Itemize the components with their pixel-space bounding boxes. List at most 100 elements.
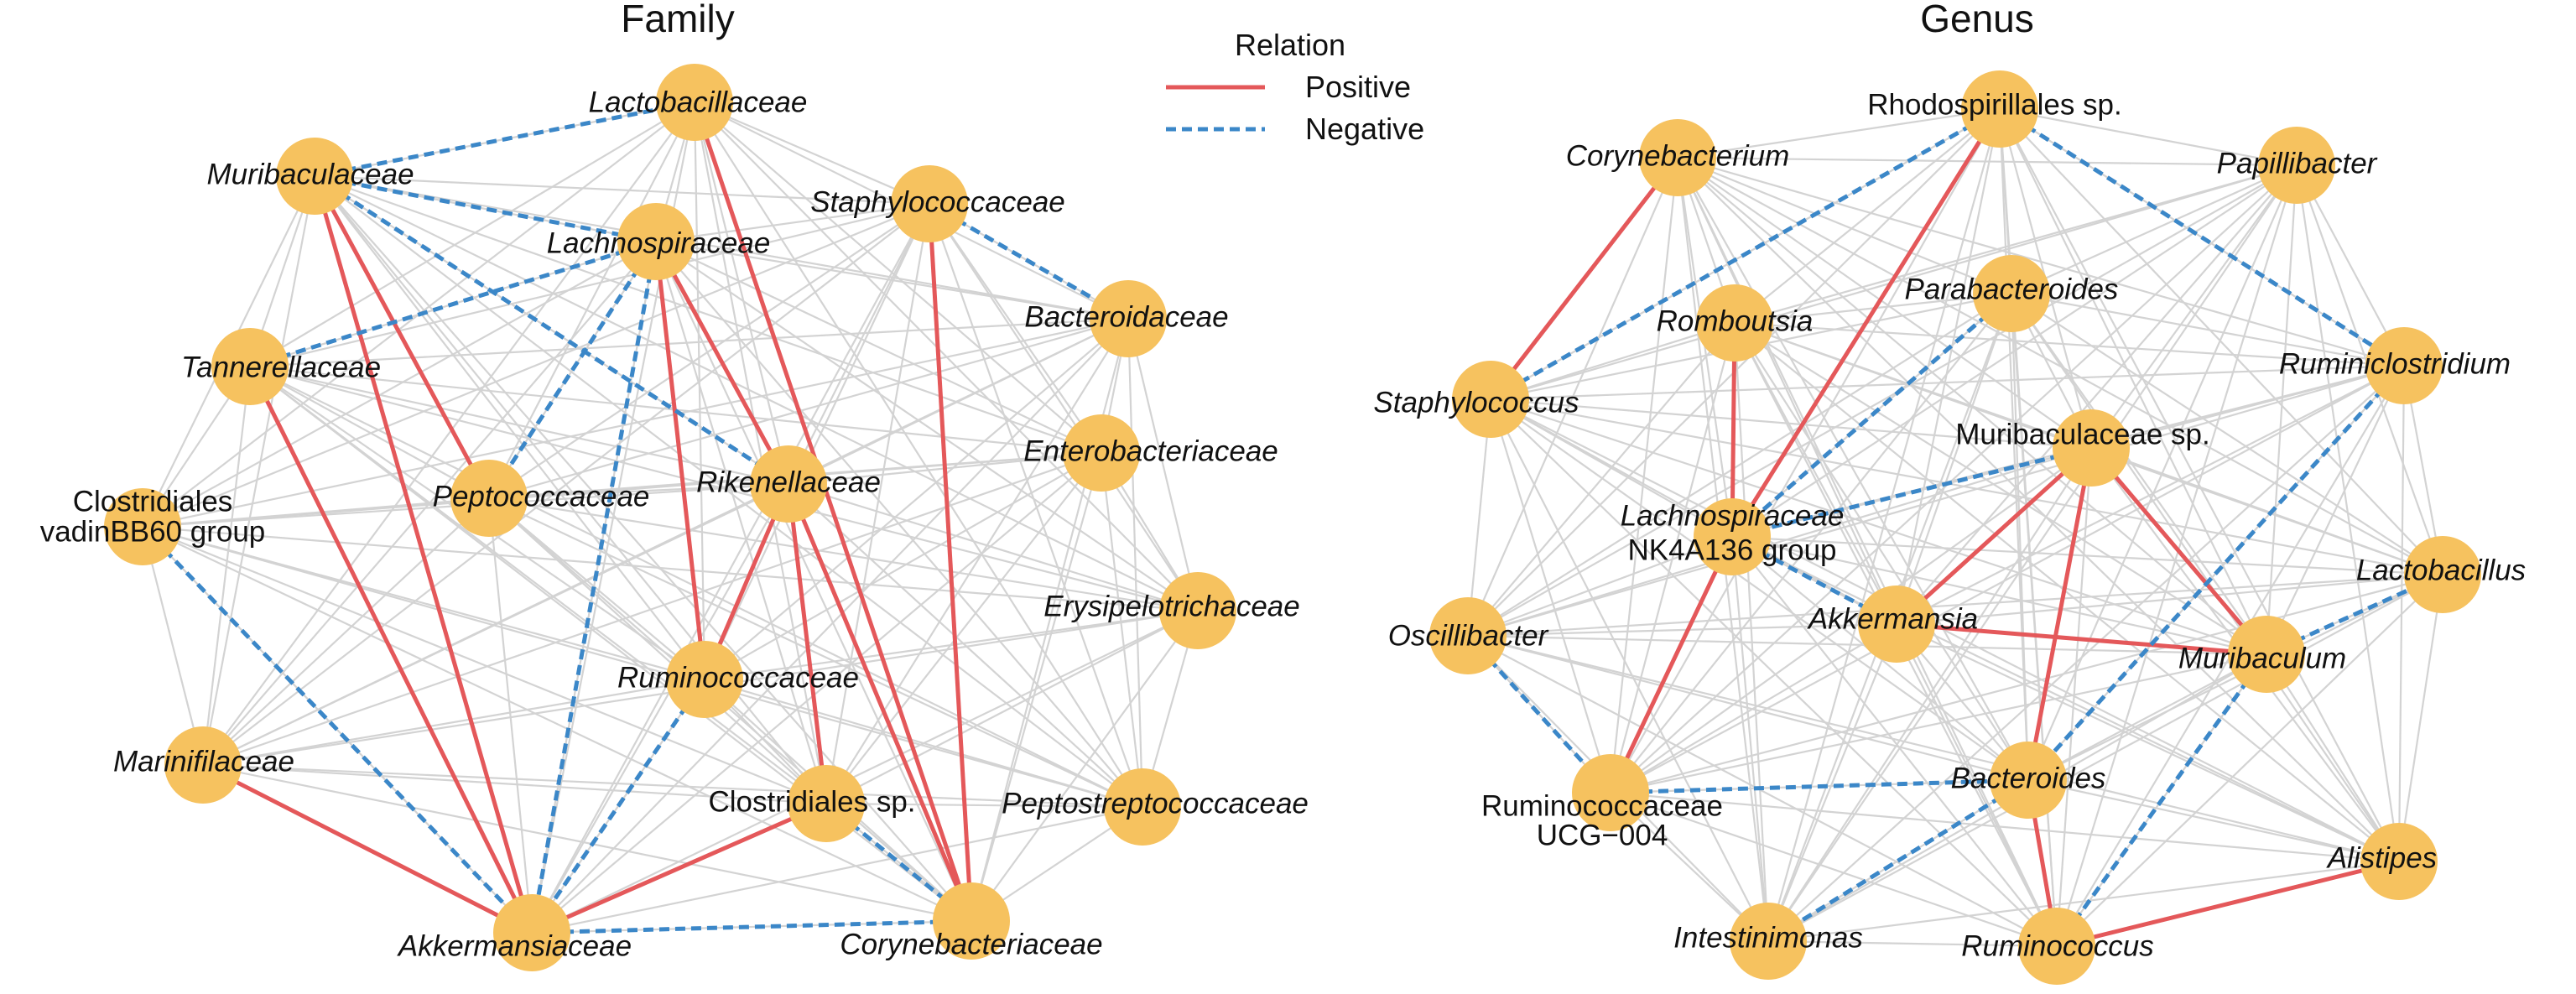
genus-negative-edge xyxy=(1730,292,2013,539)
genus-background-edge xyxy=(2011,293,2400,862)
genus-background-edge xyxy=(1734,322,2400,862)
family-negative-edge xyxy=(314,100,695,179)
family-background-edge xyxy=(487,497,533,934)
genus-background-edge xyxy=(1999,108,2443,575)
family-background-edge xyxy=(202,497,490,766)
family-background-edge xyxy=(202,678,705,767)
genus-background-edge xyxy=(1490,364,2405,401)
family-background-edge xyxy=(704,609,1199,681)
genus-negative-edge xyxy=(2054,653,2269,948)
genus-background-edge xyxy=(2265,164,2298,655)
family-background-edge xyxy=(693,101,828,804)
genus-background-edge xyxy=(1610,447,2092,794)
genus-background-edge xyxy=(1610,791,2400,863)
genus-background-edge xyxy=(2027,778,2400,863)
family-background-edge xyxy=(704,203,930,680)
family-positive-edge xyxy=(653,240,791,486)
family-background-edge xyxy=(531,610,1199,934)
family-background-edge xyxy=(655,240,1129,320)
genus-background-edge xyxy=(1490,398,1897,625)
family-node-clostridiales_vadin xyxy=(104,488,181,565)
family-background-edge xyxy=(1127,318,1144,808)
genus-background-edge xyxy=(1467,322,1736,637)
family-background-edge xyxy=(531,318,1129,934)
genus-background-edge xyxy=(1677,156,2012,295)
family-positive-edge xyxy=(247,365,534,934)
genus-background-edge xyxy=(2011,164,2298,295)
family-background-edge xyxy=(142,525,1143,809)
family-positive-edge xyxy=(312,175,534,934)
genus-background-edge xyxy=(1677,157,2400,862)
family-label-lactobacillaceae: Lactobacillaceae xyxy=(589,86,808,118)
family-node-staphylococcaceae xyxy=(891,165,968,242)
family-background-edge xyxy=(531,203,930,934)
genus-background-edge xyxy=(1610,791,2058,948)
family-label-clostridiales_sp: Clostridiales sp. xyxy=(708,785,915,818)
family-node-peptostreptococcaceae xyxy=(1104,768,1181,846)
genus-background-edge xyxy=(1767,447,2092,942)
genus-background-edge xyxy=(2011,292,2405,367)
genus-node-romboutsia xyxy=(1696,284,1773,362)
family-background-edge xyxy=(488,317,1129,500)
genus-background-edge xyxy=(1610,653,2267,794)
genus-background-edge xyxy=(1731,536,2400,862)
genus-background-edge xyxy=(1467,164,2298,637)
genus-background-edge xyxy=(1767,574,2443,942)
genus-label-parabacteroides: Parabacteroides xyxy=(1905,273,2119,305)
genus-background-edge xyxy=(1490,321,1736,401)
family-label-lachnospiraceae: Lachnospiraceae xyxy=(547,226,771,259)
genus-label-romboutsia: Romboutsia xyxy=(1657,304,1814,337)
genus-label-lachno_nk4a136-line2: NK4A136 group xyxy=(1627,533,1836,566)
genus-label-rhodospirillales: Rhodospirillales sp. xyxy=(1867,88,2121,121)
genus-background-edge xyxy=(2027,574,2443,781)
family-node-muribaculaceae xyxy=(276,138,353,215)
family-background-edge xyxy=(655,241,1143,808)
genus-background-edge xyxy=(1767,939,2058,948)
node-labels: LactobacillaceaeMuribaculaceaeLachnospir… xyxy=(40,86,2526,962)
family-background-edge xyxy=(202,101,695,766)
genus-background-edge xyxy=(2090,446,2443,576)
family-background-edge xyxy=(788,203,930,485)
genus-network-title: Genus xyxy=(1920,0,2034,40)
genus-background-edge xyxy=(1610,573,2443,794)
nodes xyxy=(104,64,2481,985)
family-background-edge xyxy=(142,317,1129,528)
genus-background-edge xyxy=(1677,157,2092,449)
family-background-edge xyxy=(202,763,972,923)
family-node-marinifilaceae xyxy=(164,726,242,804)
family-node-clostridiales_sp xyxy=(788,765,865,842)
genus-background-edge xyxy=(1467,634,2400,863)
family-background-edge xyxy=(142,497,490,528)
genus-negative-edge xyxy=(1998,107,2406,368)
family-background-edge xyxy=(655,241,972,922)
genus-label-rumino_ucg004-line1: Ruminococcaceae xyxy=(1481,789,1723,822)
family-positive-edge xyxy=(786,483,974,922)
genus-background-edge xyxy=(1677,107,2001,159)
genus-background-edge xyxy=(2010,293,2058,947)
genus-label-ruminococcus: Ruminococcus xyxy=(1961,929,2154,962)
family-background-edge xyxy=(201,175,316,766)
family-node-erysipelotrichaceae xyxy=(1159,572,1236,649)
genus-background-edge xyxy=(1733,322,1770,942)
genus-background-edge xyxy=(1610,293,2012,794)
genus-positive-edge xyxy=(2056,859,2400,949)
genus-label-staphylococcus: Staphylococcus xyxy=(1373,386,1579,419)
family-background-edge xyxy=(314,175,1199,611)
genus-background-edge xyxy=(2010,293,2030,781)
family-negative-edge xyxy=(141,525,533,934)
genus-node-muribaculum xyxy=(2228,616,2305,693)
genus-background-edge xyxy=(1677,157,2029,781)
genus-node-parabacteroides xyxy=(1973,255,2050,332)
genus-background-edge xyxy=(1999,108,2267,655)
genus-positive-edge xyxy=(1730,107,2002,539)
family-node-ruminococcaceae xyxy=(666,641,743,718)
genus-background-edge xyxy=(1490,398,1769,942)
family-background-edge xyxy=(825,318,1129,804)
genus-background-edge xyxy=(1896,573,2443,626)
family-background-edge xyxy=(202,203,930,766)
family-background-edge xyxy=(704,452,1102,680)
genus-node-rumino_ucg004 xyxy=(1572,754,1649,831)
genus-background-edge xyxy=(1467,446,2092,638)
genus-background-edge xyxy=(2266,365,2405,655)
genus-background-edge xyxy=(1677,156,2298,167)
